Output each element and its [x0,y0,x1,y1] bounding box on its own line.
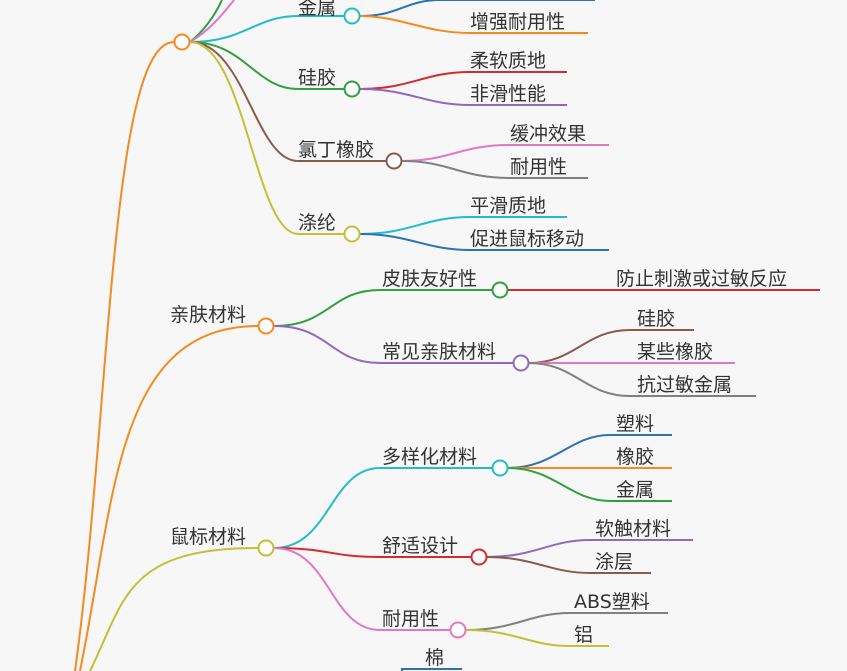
edge-top-metal [189,15,344,43]
label-skin-friendly: 皮肤友好性 [382,268,477,290]
edge-mouse-diverse [273,467,492,549]
label-neoprene-cushion: 缓冲效果 [510,123,586,145]
label-mouse-durable-al: 铝 [574,624,593,646]
label-metal-partial: 金属 [298,0,336,19]
label-skin-common-rubber: 某些橡胶 [637,341,713,363]
label-mouse-diverse-metal: 金属 [616,479,654,501]
edge-top-polyester [189,41,344,235]
edge-top-up-pink [189,0,235,43]
label-mouse-comfort-soft: 软触材料 [595,518,671,540]
label-mouse-durable-abs: ABS塑料 [574,591,650,613]
node-circle-top[interactable] [173,33,191,51]
edge-silicone-nonslip [359,88,567,106]
label-skin-common-silicone: 硅胶 [637,308,675,330]
node-circle-mouse-durable[interactable] [449,621,467,639]
edge-mouse-durable [273,547,450,631]
node-circle-polyester[interactable] [343,225,361,243]
label-mouse-durable: 耐用性 [382,608,439,630]
edge-neoprene-cushion [401,144,609,162]
edge-skin-common-metal [528,362,756,397]
edge-polyester-move [359,233,609,251]
edge-diverse-plastic [507,434,672,469]
label-mouse-diverse: 多样化材料 [382,446,477,468]
edge-cotton-partial [401,668,462,671]
edge-neoprene-durable [401,160,588,179]
label-mouse-comfort-coating: 涂层 [595,551,633,573]
label-mouse-diverse-plastic: 塑料 [616,413,654,435]
edge-metal-up [359,0,595,17]
label-polyester: 涤纶 [298,212,336,234]
label-skin-common-metal: 抗过敏金属 [637,374,732,396]
label-skin-common: 常见亲肤材料 [382,341,496,363]
label-polyester-smooth: 平滑质地 [470,195,546,217]
label-mouse: 鼠标材料 [170,526,246,548]
label-mouse-diverse-rubber: 橡胶 [616,446,654,468]
edge-skin-common-silicone [528,329,694,364]
edge-trunk-top [74,41,175,671]
edge-silicone-soft [359,71,567,90]
edge-polyester-smooth [359,216,567,235]
edge-trunk-mouse [89,547,259,671]
edge-durable-abs [465,612,668,631]
edge-skin-common [273,325,513,364]
node-circle-skin-friendly[interactable] [491,281,509,299]
edge-trunk-skin [79,325,259,671]
edge-top-neoprene [189,41,386,162]
edge-mouse-comfort [273,547,471,558]
edge-skin-friendly [273,289,492,327]
label-skin-friendly-child: 防止刺激或过敏反应 [616,268,787,290]
node-circle-metal[interactable] [343,7,361,25]
node-circle-skin[interactable] [257,317,275,335]
label-silicone: 硅胶 [298,67,336,89]
node-circle-mouse-comfort[interactable] [470,548,488,566]
label-polyester-move: 促进鼠标移动 [470,228,584,250]
label-metal-durable: 增强耐用性 [470,11,565,33]
label-neoprene-durable: 耐用性 [510,156,567,178]
label-skin: 亲肤材料 [170,304,246,326]
edge-comfort-coating [486,556,651,574]
edge-top-silicone [189,41,344,90]
edge-durable-al [465,629,609,647]
node-circle-mouse-diverse[interactable] [491,459,509,477]
edge-metal-durable [359,15,588,34]
node-circle-silicone[interactable] [343,80,361,98]
label-silicone-soft: 柔软质地 [470,50,546,72]
label-mouse-comfort: 舒适设计 [382,535,458,557]
label-cotton-partial: 棉 [425,647,444,669]
edge-comfort-soft [486,539,693,558]
label-neoprene: 氯丁橡胶 [298,139,374,161]
node-circle-mouse[interactable] [257,539,275,557]
node-circle-skin-common[interactable] [512,354,530,372]
label-silicone-nonslip: 非滑性能 [470,83,546,105]
node-circle-neoprene[interactable] [385,152,403,170]
edge-diverse-metal [507,467,672,502]
